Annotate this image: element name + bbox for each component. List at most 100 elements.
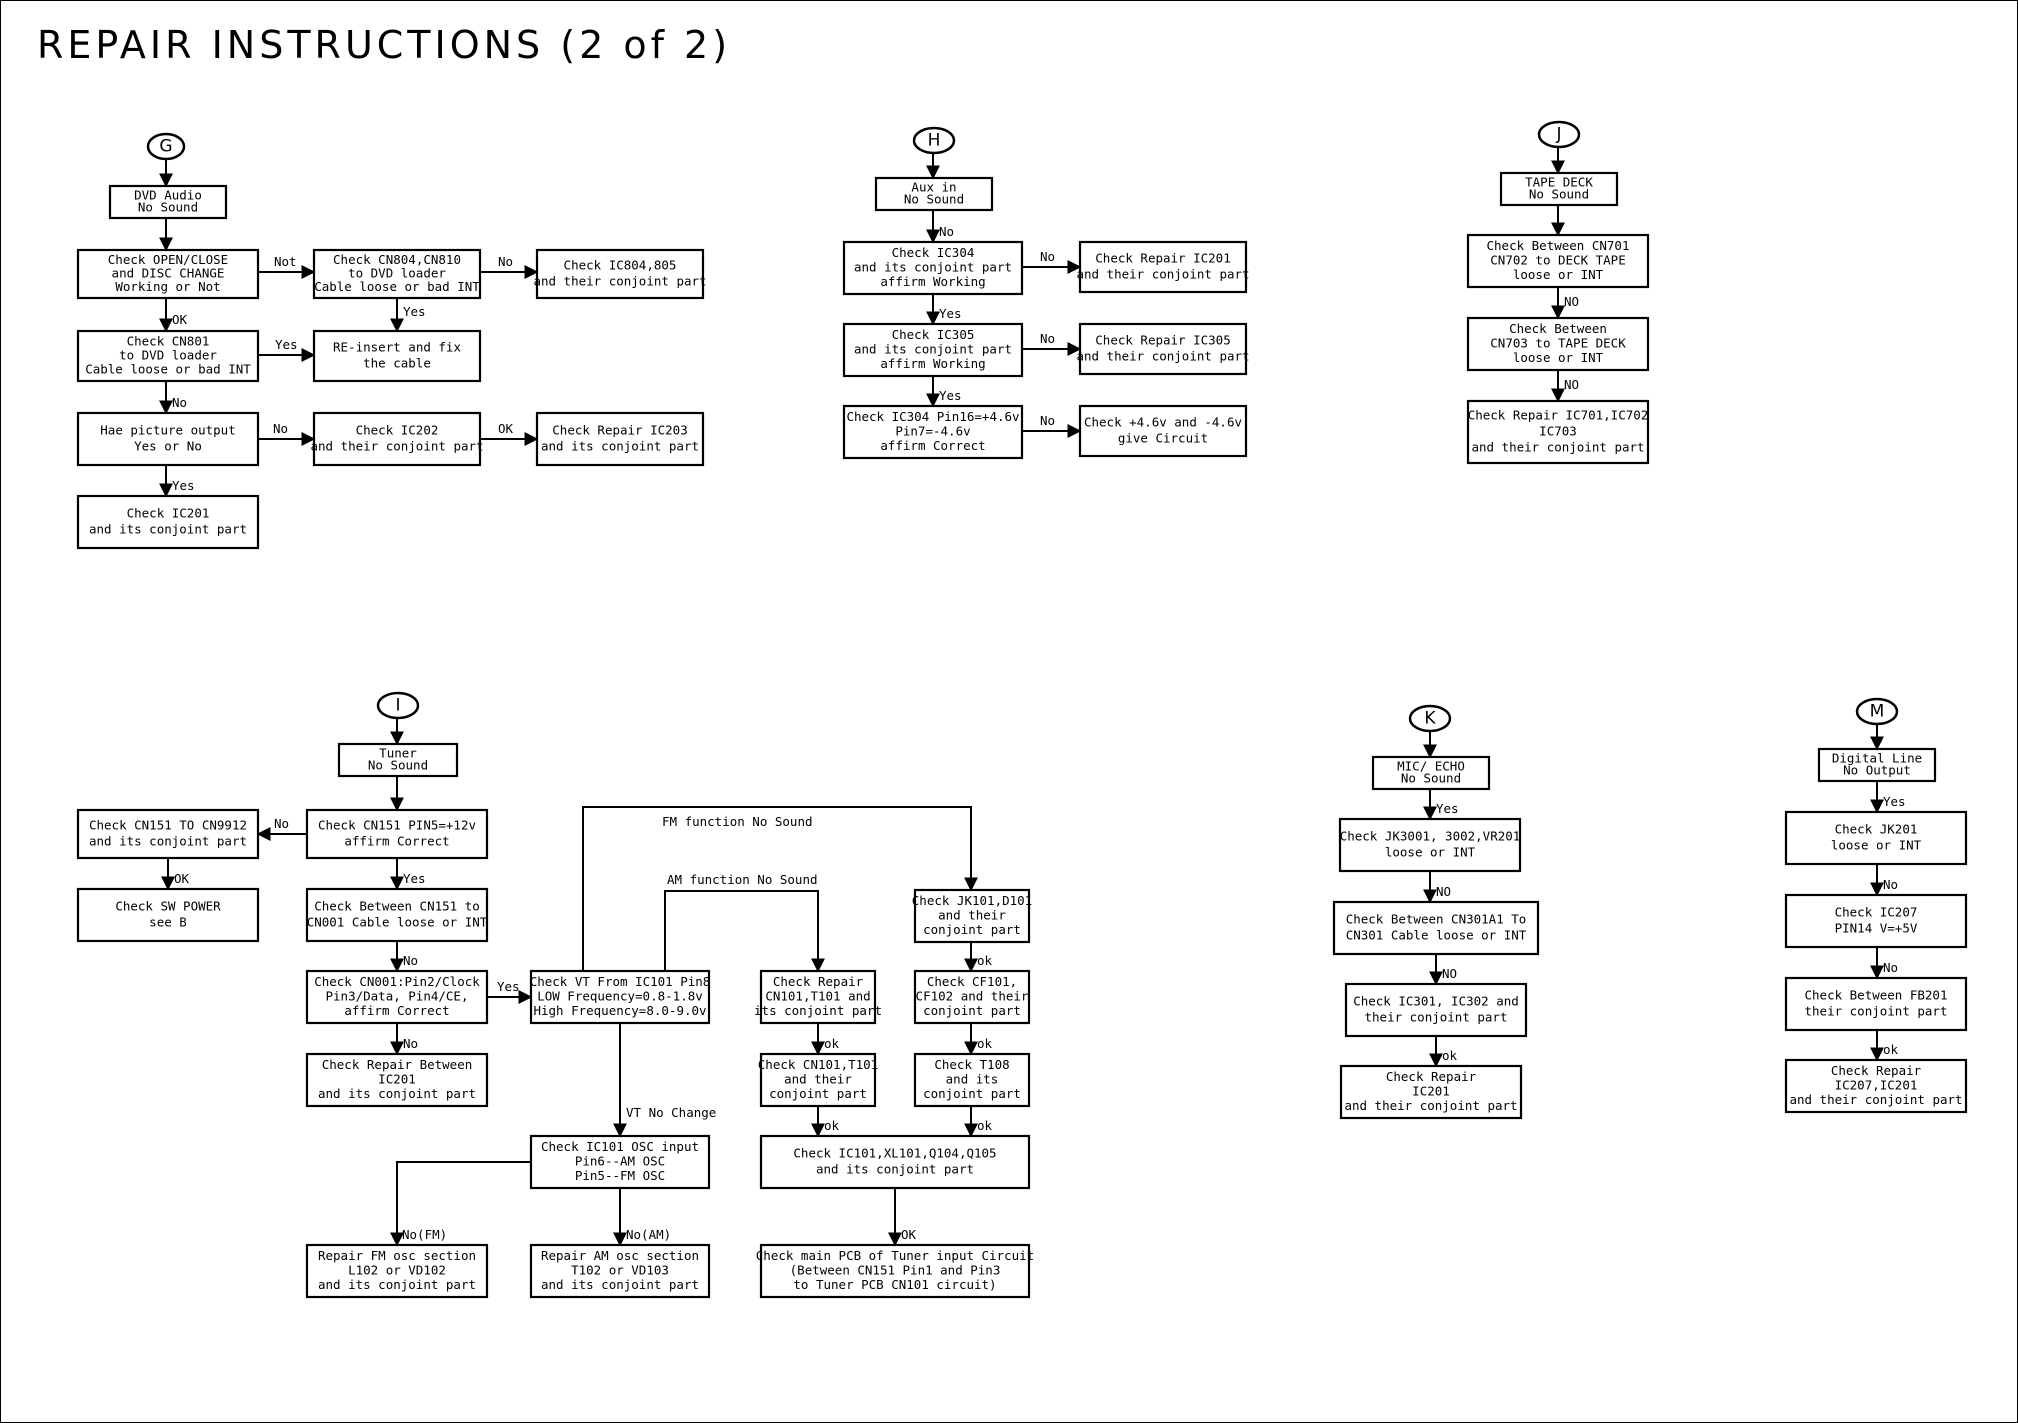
box-text-line: CN301 Cable loose or INT <box>1346 928 1527 943</box>
connector-label: OK <box>498 421 514 436</box>
box-text-line: Repair FM osc section <box>318 1248 476 1263</box>
box-text-line: Pin6--AM OSC <box>575 1154 665 1169</box>
box-text-line: IC201 <box>378 1072 416 1087</box>
box-text-line: T102 or VD103 <box>571 1263 669 1278</box>
start-node-h: H <box>912 126 956 155</box>
box-text-line: IC207,IC201 <box>1835 1078 1918 1093</box>
connector-label: Yes <box>1883 794 1906 809</box>
process-box-i18: Check main PCB of Tuner input Circuit(Be… <box>756 1243 1034 1299</box>
box-text-line: Pin5--FM OSC <box>575 1168 665 1183</box>
connector-label: No <box>1040 413 1055 428</box>
box-text-line: and its conjoint part <box>541 439 699 454</box>
box-text-line: Check SW POWER <box>115 899 221 914</box>
box-text-line: I <box>395 696 400 716</box>
box-text-line: conjoint part <box>923 922 1021 937</box>
connector-label: Yes <box>403 304 426 319</box>
connector-label: NO <box>1564 294 1579 309</box>
box-text-line: Aux in <box>911 180 956 195</box>
box-text-line: Pin3/Data, Pin4/CE, <box>326 989 469 1004</box>
start-node-i: I <box>376 691 420 720</box>
connector-label: No <box>403 953 418 968</box>
box-text-line: affirm Working <box>880 356 985 371</box>
box-text-line: Check Repair <box>773 974 864 989</box>
box-text-line: CN703 to TAPE DECK <box>1490 336 1626 351</box>
box-text-line: and its conjoint part <box>541 1277 699 1292</box>
box-text-line: affirm Correct <box>880 438 985 453</box>
box-text-line: and their conjoint part <box>533 274 706 289</box>
box-text-line: its conjoint part <box>754 1003 882 1018</box>
box-text-line: Check Between FB201 <box>1805 988 1948 1003</box>
box-text-line: Check CN151 PIN5=+12v <box>318 818 476 833</box>
connector-label: FM function No Sound <box>662 814 813 829</box>
box-text-line: PIN14 V=+5V <box>1835 921 1918 936</box>
box-text-line: No Sound <box>1401 771 1461 786</box>
box-text-line: Check IC202 <box>356 423 439 438</box>
box-text-line: conjoint part <box>769 1086 867 1101</box>
connector-label: ok <box>977 1036 993 1051</box>
box-text-line: Check Repair IC201 <box>1095 251 1230 266</box>
box-text-line: No Output <box>1843 763 1911 778</box>
connector-label: NO <box>1442 966 1457 981</box>
connector-label: NO <box>1564 377 1579 392</box>
box-text-line: Cable loose or bad INT <box>314 279 480 294</box>
box-text-line: and its conjoint part <box>854 342 1012 357</box>
start-node-k: K <box>1408 704 1452 733</box>
box-text-line: Check Between CN301A1 To <box>1346 912 1527 927</box>
box-text-line: their conjoint part <box>1365 1010 1508 1025</box>
box-text-line: Check main PCB of Tuner input Circuit <box>756 1248 1034 1263</box>
box-text-line: affirm Working <box>880 274 985 289</box>
box-text-line: and their <box>938 908 1006 923</box>
box-text-line: affirm Correct <box>344 1003 449 1018</box>
connector-label: ok <box>824 1118 840 1133</box>
connector-label: OK <box>901 1227 917 1242</box>
box-text-line: loose or INT <box>1513 350 1604 365</box>
box-text-line: Check CN804,CN810 <box>333 252 461 267</box>
box-text-line: Check IC201 <box>127 506 210 521</box>
connector-label: No <box>1883 960 1898 975</box>
connector-label: VT No Change <box>626 1105 716 1120</box>
box-text-line: Check CN151 TO CN9912 <box>89 818 247 833</box>
box-text-line: Check OPEN/CLOSE <box>108 252 228 267</box>
box-text-line: Check JK201 <box>1835 822 1918 837</box>
connector-label: No <box>403 1036 418 1051</box>
box-text-line: M <box>1870 702 1885 722</box>
box-text-line: and its conjoint part <box>89 834 247 849</box>
box-text-line: Check JK3001, 3002,VR201 <box>1340 829 1521 844</box>
box-text-line: Check IC304 <box>892 245 975 260</box>
box-text-line: Check IC304 Pin16=+4.6v <box>846 409 1019 424</box>
box-text-line: Check Repair <box>1386 1069 1477 1084</box>
box-text-line: loose or INT <box>1831 838 1922 853</box>
box-text-line: LOW Frequency=0.8-1.8v <box>537 989 703 1004</box>
box-text-line: RE-insert and fix <box>333 340 461 355</box>
box-text-line: to DVD loader <box>348 266 446 281</box>
box-text-line: IC201 <box>1412 1084 1450 1099</box>
box-text-line: Check IC207 <box>1835 905 1918 920</box>
box-text-line: CN001 Cable loose or INT <box>307 915 488 930</box>
box-text-line: Check +4.6v and -4.6v <box>1084 415 1242 430</box>
box-text-line: J <box>1555 125 1561 145</box>
